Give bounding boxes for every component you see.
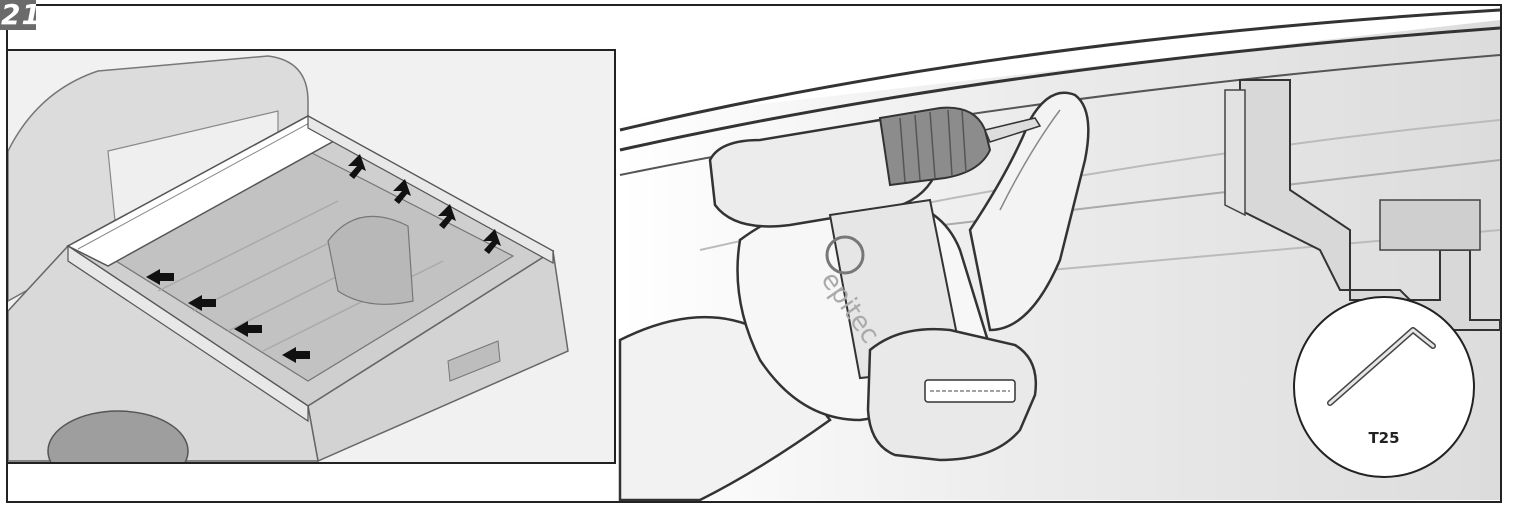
truck-bed-illustration (8, 51, 616, 464)
tool-callout: T25 (1293, 296, 1475, 478)
truck-bed-inset (6, 49, 616, 464)
step-number-badge: 21 (0, 0, 36, 30)
torx-key-icon (1295, 298, 1477, 480)
tool-size-label: T25 (1295, 429, 1473, 447)
